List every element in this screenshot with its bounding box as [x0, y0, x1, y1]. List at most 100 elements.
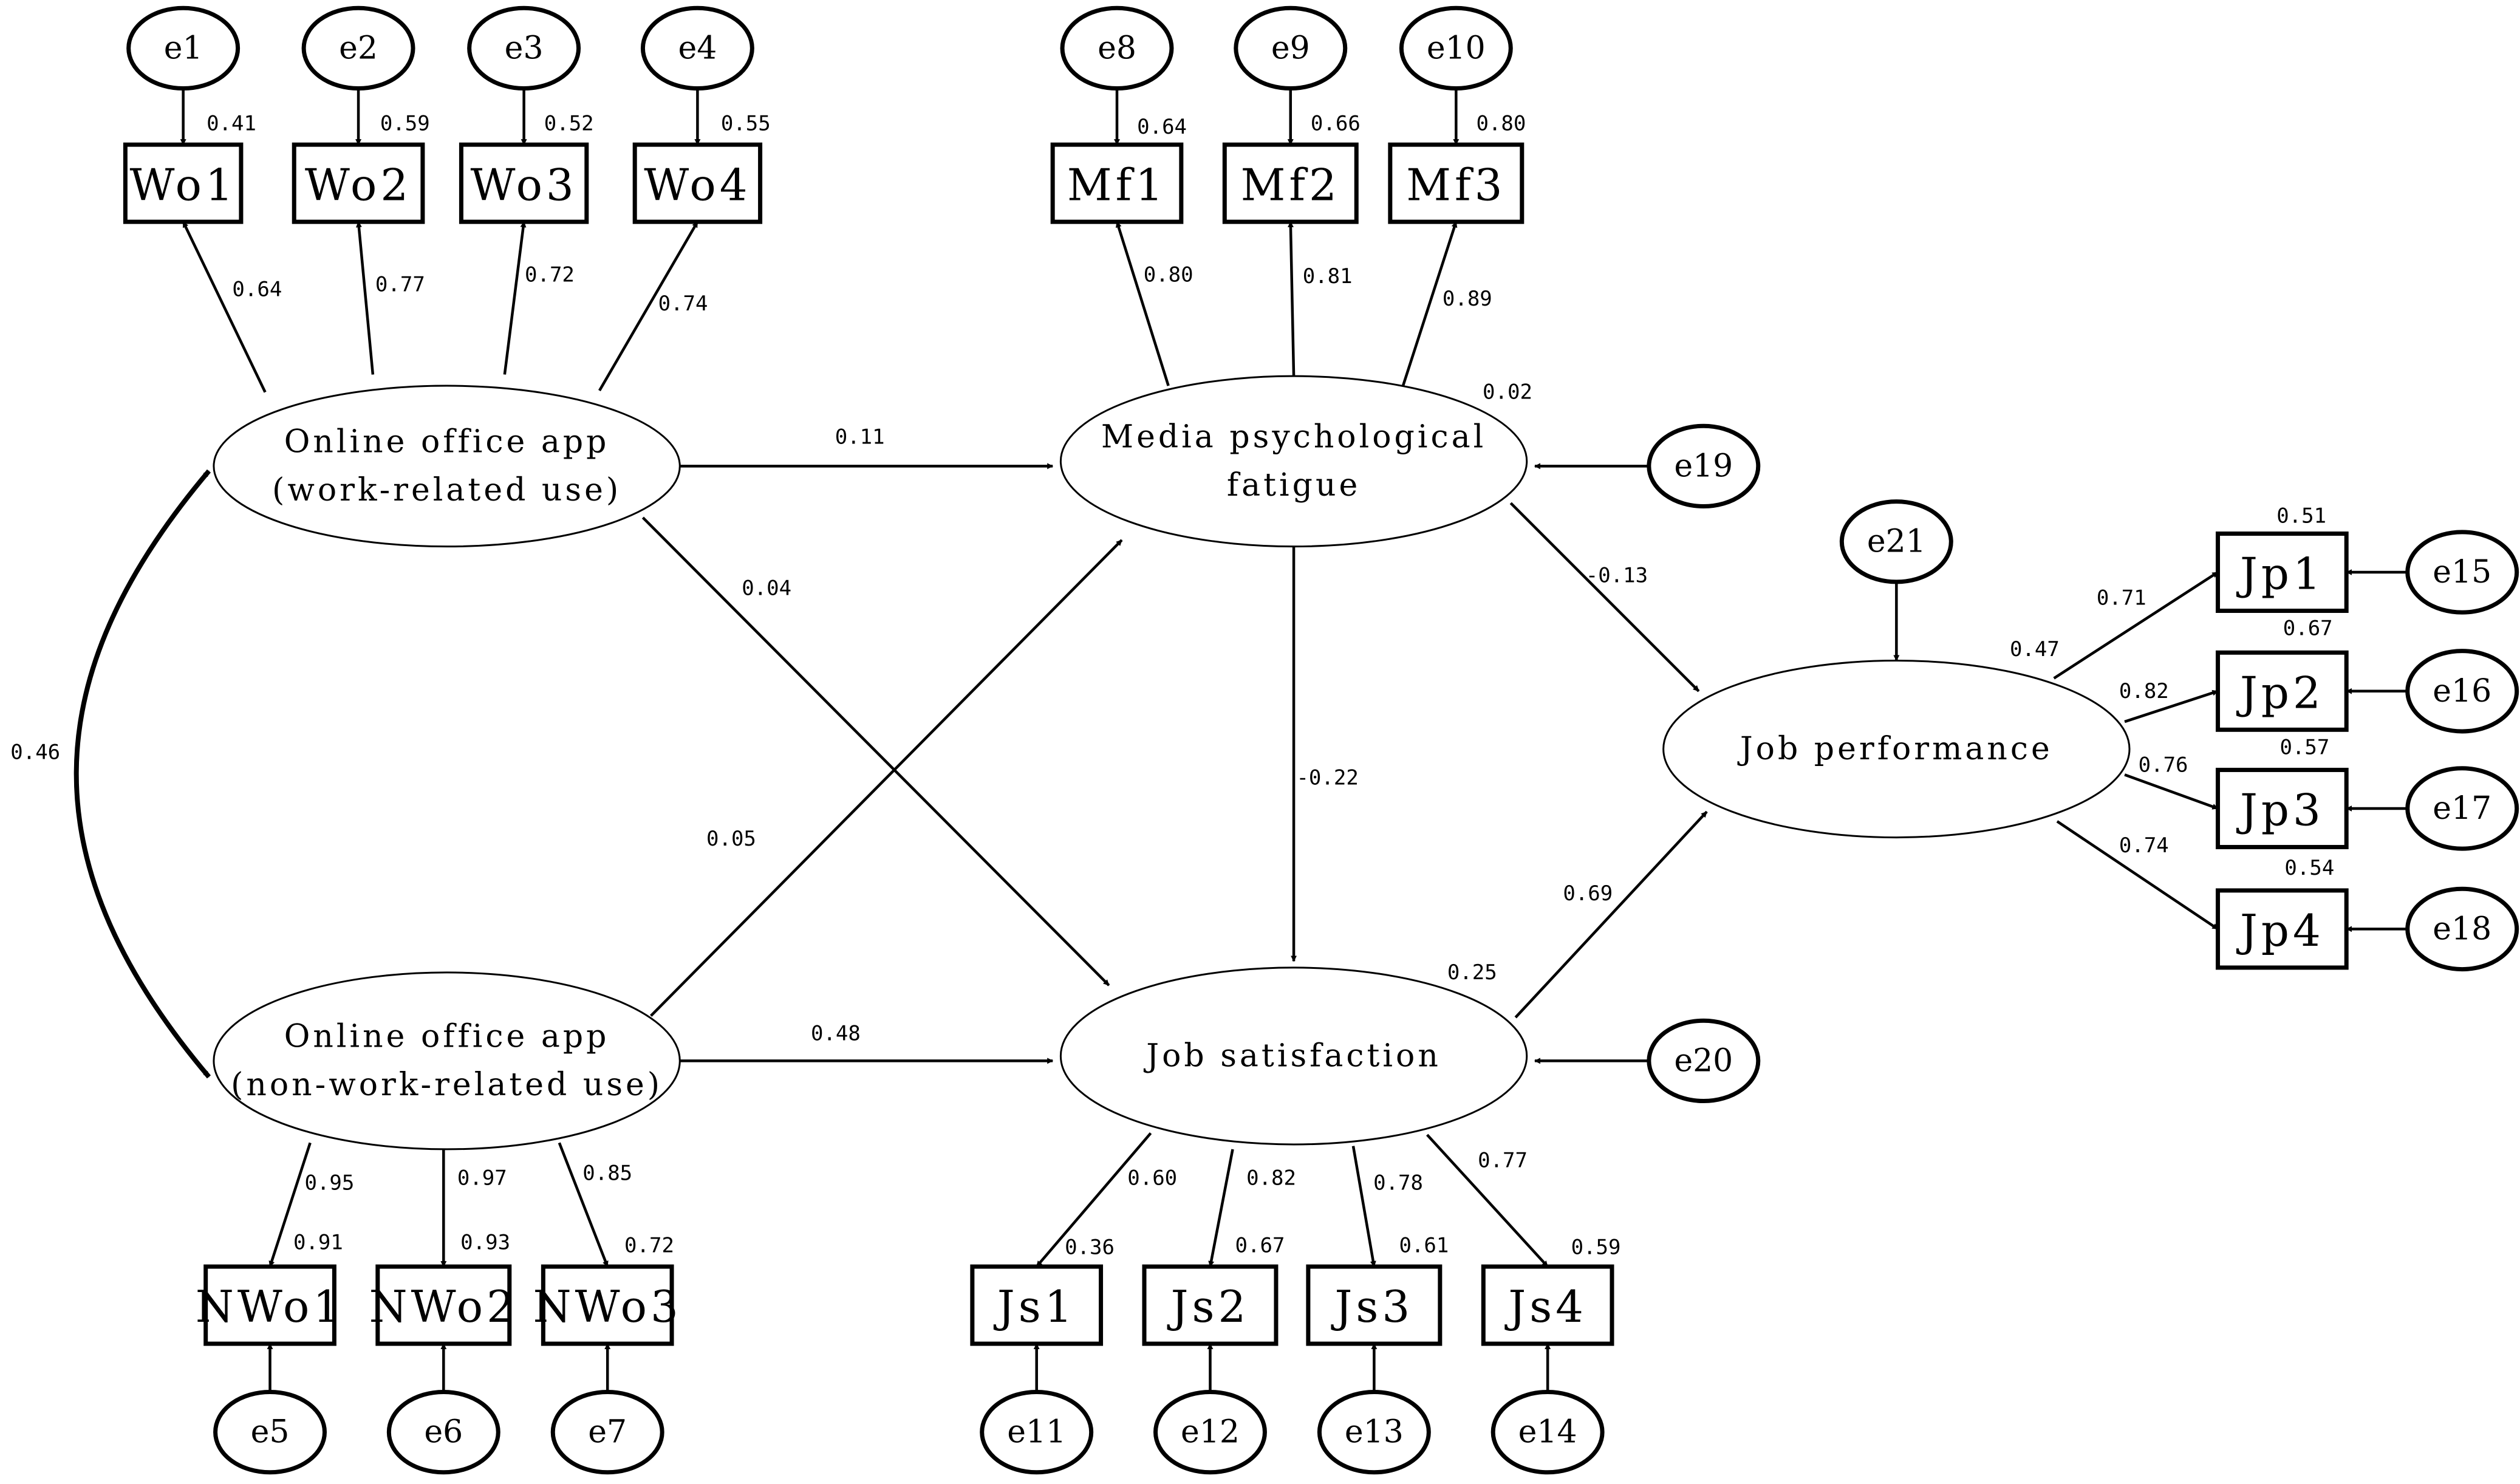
indicator-js1-loading-arrow — [1035, 1132, 1152, 1268]
path-mf-to-js-coef: -0.22 — [1296, 766, 1358, 790]
latent-jp-r2: 0.47 — [2010, 637, 2060, 662]
error-e14-label: e14 — [1518, 1414, 1577, 1451]
indicator-wo4-loading: 0.74 — [658, 292, 708, 316]
latent-wo-ellipse — [213, 385, 681, 548]
indicator-nwo2-loading: 0.97 — [457, 1166, 507, 1191]
error-e2-label: e2 — [339, 30, 378, 66]
error-e11-label: e11 — [1007, 1414, 1066, 1451]
indicator-js4-r2: 0.59 — [1571, 1235, 1621, 1259]
indicator-js4-loading: 0.77 — [1478, 1148, 1528, 1172]
indicator-wo4-label: Wo4 — [644, 159, 751, 210]
indicator-wo1-box — [123, 142, 244, 224]
path-nwo-to-js-coef: 0.48 — [811, 1021, 861, 1045]
covariance-wo-nwo-arrow — [73, 469, 211, 1079]
indicator-nwo3-r2: 0.72 — [624, 1234, 674, 1258]
error-e5-circle — [213, 1389, 327, 1475]
indicator-jp3-loading: 0.76 — [2139, 753, 2188, 778]
latent-nwo-label: (non-work-related use) — [231, 1067, 663, 1103]
error-e16-circle — [2405, 649, 2519, 734]
indicator-js3-label: Js3 — [1331, 1281, 1414, 1332]
path-nwo-to-mf-coef: 0.05 — [706, 827, 756, 851]
error-e17-circle — [2405, 766, 2519, 851]
latent-mf-r2: 0.02 — [1483, 380, 1532, 405]
indicator-nwo1-loading-arrow — [268, 1142, 312, 1268]
indicator-js3-r2: 0.61 — [1399, 1234, 1449, 1258]
indicator-nwo1-r2: 0.91 — [293, 1230, 343, 1254]
error-e18-label: e18 — [2433, 911, 2491, 947]
indicator-mf3-label: Mf3 — [1406, 159, 1506, 210]
indicator-mf3-r2: 0.80 — [1476, 112, 1526, 136]
error-e15-label: e15 — [2433, 554, 2491, 590]
indicator-wo2-r2: 0.59 — [380, 112, 430, 136]
indicator-js1-box — [970, 1264, 1104, 1346]
latent-nwo-ellipse — [213, 971, 681, 1151]
error-e13-label: e13 — [1345, 1414, 1404, 1451]
disturbance-e21-circle — [1839, 499, 1953, 584]
indicator-mf1-label: Mf1 — [1067, 159, 1167, 210]
latent-mf-label: Media psychological — [1101, 419, 1486, 456]
latent-nwo-label: Online office app — [284, 1019, 610, 1055]
indicator-js2-loading: 0.82 — [1246, 1166, 1296, 1191]
error-e9-label: e9 — [1271, 30, 1310, 66]
indicator-jp4-box — [2216, 888, 2349, 970]
error-e17-label: e17 — [2433, 790, 2491, 827]
latent-mf-ellipse — [1059, 375, 1528, 548]
latent-mf-label: fatigue — [1227, 467, 1361, 504]
error-e1-circle — [126, 5, 241, 91]
indicator-js4-box — [1481, 1264, 1614, 1346]
latent-js-label: Job satisfaction — [1143, 1038, 1441, 1074]
error-e9-circle — [1234, 5, 1348, 91]
latent-jp-label: Job performance — [1737, 731, 2053, 767]
indicator-wo2-box — [292, 142, 425, 224]
error-e2-circle — [301, 5, 415, 91]
indicator-mf1-loading-arrow — [1115, 221, 1170, 386]
latent-wo-label: Online office app — [284, 424, 610, 460]
indicator-jp1-r2: 0.51 — [2276, 504, 2326, 528]
disturbance-e19-circle — [1647, 423, 1761, 509]
indicator-js2-label: Js2 — [1167, 1281, 1250, 1332]
indicator-js2-box — [1142, 1264, 1279, 1346]
latent-js-ellipse — [1059, 966, 1528, 1146]
indicator-js2-r2: 0.67 — [1235, 1234, 1285, 1258]
error-e12-circle — [1153, 1389, 1267, 1475]
path-js-to-jp-arrow — [1514, 810, 1708, 1019]
latent-jp-ellipse — [1662, 660, 2131, 839]
disturbance-e21-label: e21 — [1867, 524, 1926, 560]
path-wo-to-js-arrow — [641, 516, 1110, 986]
indicator-jp1-box — [2216, 531, 2349, 613]
error-e7-label: e7 — [588, 1414, 627, 1451]
disturbance-e19-label: e19 — [1674, 448, 1733, 484]
indicator-wo1-label: Wo1 — [130, 159, 237, 210]
error-e3-label: e3 — [505, 30, 544, 66]
indicator-js3-loading-arrow — [1351, 1146, 1376, 1268]
indicator-mf2-loading-arrow — [1287, 221, 1296, 377]
error-e8-label: e8 — [1098, 30, 1136, 66]
indicator-jp1-label: Jp1 — [2236, 549, 2324, 600]
indicator-js1-loading: 0.60 — [1127, 1166, 1177, 1191]
error-e1-label: e1 — [164, 30, 203, 66]
indicator-nwo2-box — [375, 1264, 512, 1346]
indicator-wo2-loading: 0.77 — [375, 272, 425, 296]
error-e8-circle — [1060, 5, 1174, 91]
disturbance-e20-label: e20 — [1674, 1042, 1733, 1079]
indicator-mf2-loading: 0.81 — [1303, 264, 1353, 289]
indicator-wo4-box — [632, 142, 763, 224]
indicator-mf3-loading: 0.89 — [1443, 287, 1492, 311]
indicator-wo3-box — [459, 142, 589, 224]
path-wo-to-js-coef: 0.04 — [742, 576, 791, 600]
indicator-wo3-loading: 0.72 — [525, 262, 575, 287]
indicator-nwo2-label: NWo2 — [369, 1281, 518, 1332]
indicator-wo2-label: Wo2 — [305, 159, 412, 210]
indicator-mf2-r2: 0.66 — [1311, 112, 1361, 136]
path-mf-to-jp-coef: -0.13 — [1586, 563, 1648, 587]
error-e6-label: e6 — [424, 1414, 463, 1451]
indicator-nwo3-loading-arrow — [558, 1142, 609, 1268]
indicator-jp4-r2: 0.54 — [2284, 856, 2334, 880]
latent-wo-label: (work-related use) — [272, 472, 621, 508]
indicator-wo3-label: Wo3 — [470, 159, 577, 210]
indicator-jp4-loading-arrow — [2056, 820, 2219, 931]
disturbance-e20-circle — [1647, 1018, 1761, 1104]
indicator-nwo1-box — [203, 1264, 336, 1346]
error-e13-circle — [1317, 1389, 1431, 1475]
error-e4-circle — [640, 5, 754, 91]
